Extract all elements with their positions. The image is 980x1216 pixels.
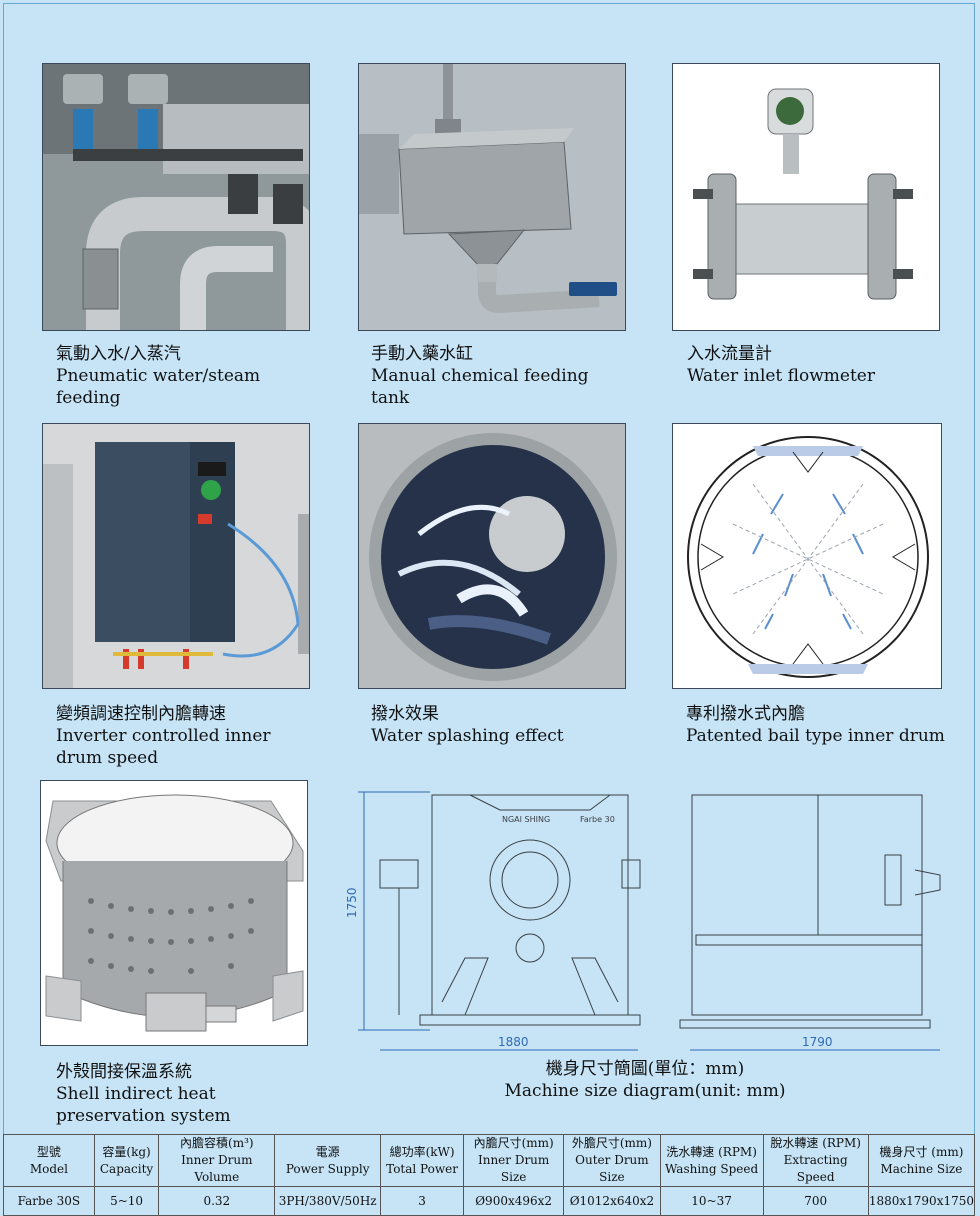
diagram-caption: 機身尺寸簡圖(單位：mm) Machine size diagram(unit:… bbox=[500, 1058, 790, 1102]
header-zh: 外膽尺寸(mm) bbox=[571, 1136, 652, 1150]
header-en: Power Supply bbox=[285, 1161, 370, 1176]
header-en: Machine Size bbox=[880, 1161, 963, 1176]
spec-data-row: Farbe 30S 5~10 0.32 3PH/380V/50Hz 3 Ø900… bbox=[3, 1186, 976, 1216]
header-zh: 內膽尺寸(mm) bbox=[473, 1136, 554, 1150]
inverter-photo bbox=[42, 423, 310, 689]
caption-zh: 手動入藥水缸 bbox=[371, 344, 473, 364]
caption-en: Water splashing effect bbox=[371, 726, 564, 746]
header-zh: 型號 bbox=[36, 1144, 61, 1159]
header-inner-drum-volume: 內膽容積(m³) Inner Drum Volume bbox=[158, 1134, 276, 1187]
header-capacity: 容量(kg) Capacity bbox=[93, 1134, 160, 1187]
cell-inner-drum-size: Ø900x496x2 bbox=[463, 1186, 565, 1216]
caption-en: Manual chemical feeding tank bbox=[371, 366, 589, 408]
header-zh: 脫水轉速 (RPM) bbox=[770, 1136, 861, 1150]
header-en: Total Power bbox=[386, 1161, 458, 1176]
cell-power-supply: 3PH/380V/50Hz bbox=[274, 1186, 382, 1216]
model-text: Farbe 30 bbox=[580, 815, 615, 824]
height-dimension-label: 1750 bbox=[345, 887, 359, 918]
header-zh: 電源 bbox=[315, 1144, 340, 1159]
feature-caption-3: 入水流量計 Water inlet flowmeter bbox=[687, 343, 947, 387]
header-extracting-speed: 脫水轉速 (RPM) Extracting Speed bbox=[762, 1134, 869, 1187]
caption-zh: 入水流量計 bbox=[687, 344, 772, 364]
header-en: Outer Drum Size bbox=[575, 1153, 649, 1184]
splashing-drum-photo bbox=[358, 423, 626, 689]
cell-machine-size: 1880x1790x1750 bbox=[867, 1186, 976, 1216]
caption-zh: 外殼間接保溫系統 bbox=[56, 1062, 192, 1082]
header-washing-speed: 洗水轉速 (RPM) Washing Speed bbox=[659, 1134, 764, 1187]
feature-caption-4: 變頻調速控制內膽轉速 Inverter controlled inner dru… bbox=[56, 703, 306, 769]
cell-extracting-speed: 700 bbox=[762, 1186, 869, 1216]
chemical-tank-photo bbox=[358, 63, 626, 331]
spec-table: 型號 Model 容量(kg) Capacity 內膽容積(m³) Inner Dru… bbox=[3, 1134, 976, 1216]
machine-size-diagram: 1750 1880 1790 NGAI SHING Farbe 30 bbox=[345, 791, 941, 1051]
caption-en: Pneumatic water/steam feeding bbox=[56, 366, 261, 408]
header-en: Washing Speed bbox=[665, 1161, 759, 1176]
header-zh: 內膽容積(m³) bbox=[180, 1136, 254, 1150]
header-power-supply: 電源 Power Supply bbox=[274, 1134, 382, 1187]
cell-total-power: 3 bbox=[380, 1186, 465, 1216]
feature-caption-1: 氣動入水/入蒸汽 Pneumatic water/steam feeding bbox=[56, 343, 316, 409]
caption-zh: 氣動入水/入蒸汽 bbox=[56, 344, 181, 364]
header-zh: 容量(kg) bbox=[102, 1144, 151, 1159]
shell-drum-render bbox=[40, 780, 308, 1046]
caption-en: Patented bail type inner drum bbox=[686, 726, 945, 746]
caption-zh: 專利撥水式內膽 bbox=[686, 704, 805, 724]
header-machine-size: 機身尺寸 (mm) Machine Size bbox=[867, 1134, 976, 1187]
header-outer-drum-size: 外膽尺寸(mm) Outer Drum Size bbox=[563, 1134, 661, 1187]
cell-capacity: 5~10 bbox=[93, 1186, 160, 1216]
feature-caption-5: 撥水效果 Water splashing effect bbox=[371, 703, 631, 747]
diagram-caption-zh: 機身尺寸簡圖(單位：mm) bbox=[545, 1059, 745, 1079]
caption-zh: 撥水效果 bbox=[371, 704, 439, 724]
pneumatic-valves-photo bbox=[42, 63, 310, 331]
feature-caption-7: 外殼間接保溫系統 Shell indirect heat preservatio… bbox=[56, 1061, 306, 1127]
spec-header-row: 型號 Model 容量(kg) Capacity 內膽容積(m³) Inner Dru… bbox=[3, 1134, 976, 1187]
feature-caption-2: 手動入藥水缸 Manual chemical feeding tank bbox=[371, 343, 631, 409]
header-en: Capacity bbox=[99, 1161, 154, 1176]
header-zh: 總功率(kW) bbox=[389, 1144, 455, 1159]
header-en: Extracting Speed bbox=[783, 1153, 848, 1184]
inner-drum-diagram bbox=[672, 423, 942, 689]
cell-washing-speed: 10~37 bbox=[659, 1186, 764, 1216]
cell-model: Farbe 30S bbox=[3, 1186, 95, 1216]
cell-outer-drum-size: Ø1012x640x2 bbox=[563, 1186, 661, 1216]
header-zh: 機身尺寸 (mm) bbox=[879, 1144, 964, 1159]
caption-zh: 變頻調速控制內膽轉速 bbox=[56, 704, 226, 724]
cell-inner-drum-volume: 0.32 bbox=[158, 1186, 276, 1216]
header-en: Inner Drum Volume bbox=[181, 1153, 253, 1184]
header-zh: 洗水轉速 (RPM) bbox=[666, 1144, 757, 1159]
header-total-power: 總功率(kW) Total Power bbox=[380, 1134, 465, 1187]
header-en: Inner Drum Size bbox=[477, 1153, 550, 1184]
brand-text: NGAI SHING bbox=[502, 815, 550, 824]
caption-en: Water inlet flowmeter bbox=[687, 366, 875, 386]
header-en: Model bbox=[29, 1161, 68, 1176]
feature-caption-6: 專利撥水式內膽 Patented bail type inner drum bbox=[686, 703, 946, 747]
caption-en: Inverter controlled inner drum speed bbox=[56, 726, 271, 768]
flowmeter-photo bbox=[672, 63, 940, 331]
header-inner-drum-size: 內膽尺寸(mm) Inner Drum Size bbox=[463, 1134, 565, 1187]
front-width-dimension-label: 1880 bbox=[498, 1035, 529, 1049]
caption-en: Shell indirect heat preservation system bbox=[56, 1084, 231, 1126]
side-width-dimension-label: 1790 bbox=[802, 1035, 833, 1049]
diagram-caption-en: Machine size diagram(unit: mm) bbox=[504, 1081, 786, 1101]
header-model: 型號 Model bbox=[3, 1134, 95, 1187]
